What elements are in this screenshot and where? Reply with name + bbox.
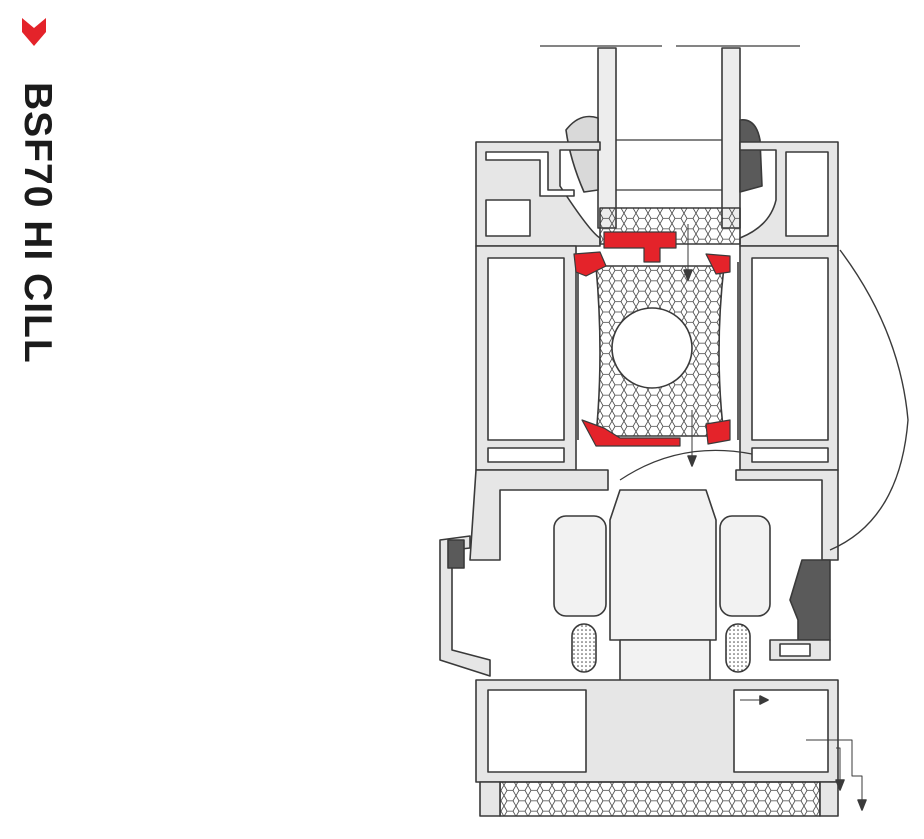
chevron-down-icon [22, 18, 46, 46]
brush-seal-left [571, 623, 597, 673]
page-title: BSF70 HI CILL [16, 82, 59, 364]
brush-seal-right [725, 623, 751, 673]
lower-frame-profile [469, 469, 609, 561]
roller-assembly [609, 489, 717, 641]
interior-gasket [789, 559, 831, 641]
glazing-gasket-right [739, 119, 763, 193]
thermal-break-bottom [581, 419, 681, 447]
glazing-gasket-left [565, 115, 599, 193]
glass-pane-left [597, 47, 617, 229]
glass-pane-right [721, 47, 741, 229]
external-curve-outline [829, 249, 909, 551]
cill-insulation-base [499, 781, 821, 817]
hinge-arc [619, 449, 753, 481]
drainage-tube [611, 307, 693, 389]
drainage-outlet [806, 739, 863, 806]
thermal-break-top [603, 231, 677, 263]
